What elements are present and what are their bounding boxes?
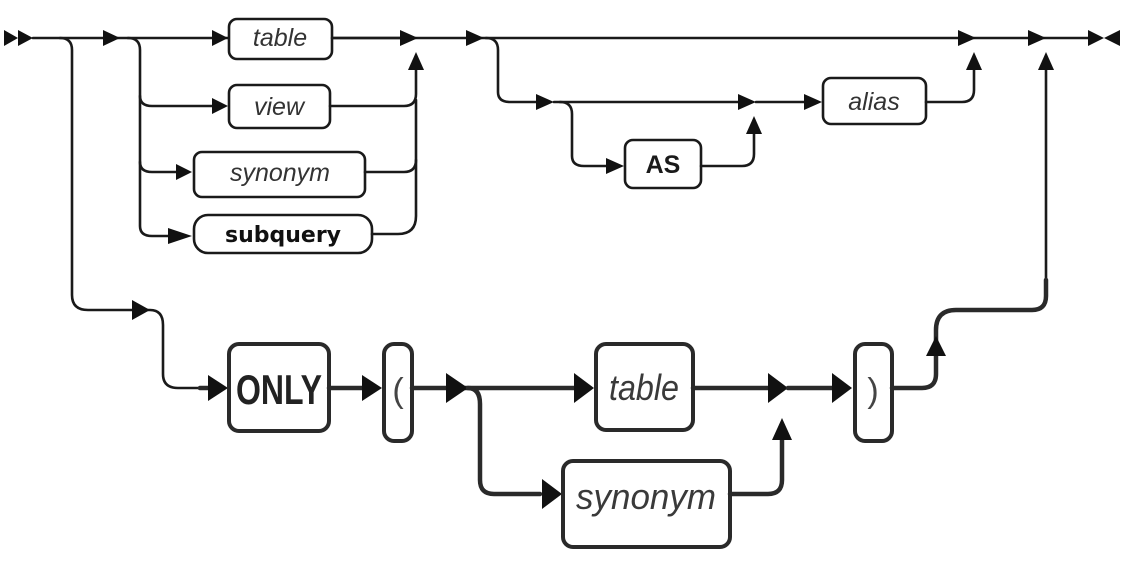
arrow-icon [408, 52, 424, 70]
end-marker-icon [1088, 30, 1120, 46]
join-synonym-line [363, 98, 418, 174]
alias-label: alias [848, 88, 899, 116]
arrow-icon [103, 30, 120, 46]
arrow-icon [738, 94, 756, 110]
lower-synonym-node [561, 459, 732, 549]
arrow-icon [746, 116, 762, 134]
arrow-icon [926, 336, 946, 356]
start-marker-icon [4, 30, 33, 46]
synonym-label: synonym [230, 159, 330, 187]
arrow-icon [966, 52, 982, 70]
arrow-icon [212, 30, 228, 46]
alias-fork [484, 36, 542, 104]
arrow-icon [958, 30, 976, 46]
arrow-icon [208, 375, 228, 401]
alias-join-line [924, 64, 976, 104]
branch-view-line [138, 94, 217, 108]
arrow-icon [212, 98, 228, 114]
arrow-icon [832, 373, 852, 403]
object-choice-fork [126, 36, 177, 238]
open-paren-node [382, 342, 414, 443]
arrow-icon [536, 94, 554, 110]
arrow-icon [606, 158, 624, 174]
lower-return-line [889, 277, 1049, 391]
view-label: view [254, 93, 306, 121]
as-fork [558, 100, 612, 168]
arrow-icon [804, 94, 822, 110]
lower-table-label: table [609, 367, 679, 408]
as-keyword-label: AS [646, 151, 681, 179]
arrow-icon [168, 228, 192, 244]
arrow-icon [362, 375, 382, 401]
lower-synonym-join-line [727, 437, 785, 497]
branch-synonym-line [138, 160, 180, 174]
arrow-icon [176, 164, 192, 180]
only-keyword-label: ONLY [236, 366, 322, 413]
arrow-icon [446, 373, 468, 403]
open-paren-label: ( [392, 372, 404, 410]
close-paren-label: ) [867, 372, 878, 410]
arrow-icon [542, 479, 562, 509]
arrow-icon [574, 373, 594, 403]
arrow-icon [772, 418, 792, 440]
arrow-icon [132, 300, 150, 320]
arrow-icon [466, 30, 484, 46]
join-view-line [328, 58, 418, 108]
as-join-line [699, 128, 756, 168]
close-paren-node [853, 342, 894, 443]
arrow-icon [1038, 52, 1054, 70]
arrow-icon [768, 373, 788, 403]
arrow-icon [1028, 30, 1046, 46]
table-label: table [253, 24, 307, 52]
lower-synonym-label: synonym [576, 476, 716, 517]
lower-choice-fork [465, 385, 543, 497]
arrow-icon [400, 30, 418, 46]
synonym-node [192, 150, 367, 199]
subquery-label: subquery [225, 223, 341, 248]
join-subquery-line [370, 158, 418, 236]
as-keyword-node [623, 138, 703, 190]
